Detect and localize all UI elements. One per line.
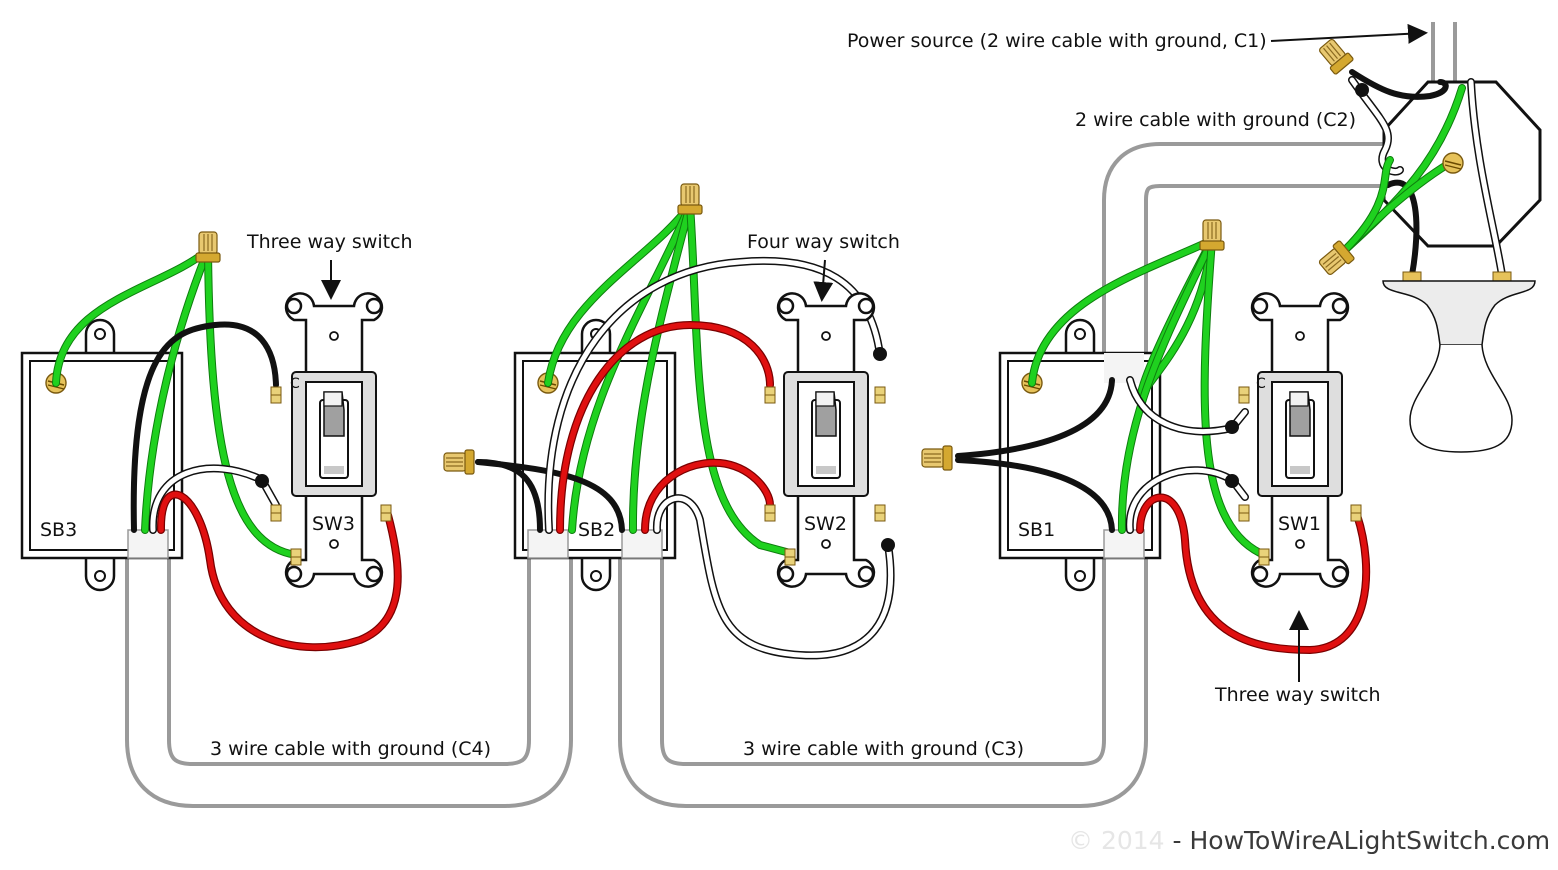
cable-c3-label: 3 wire cable with ground (C3): [743, 738, 1024, 760]
terminal-screw-icon: [290, 548, 302, 566]
cable-c1: [1431, 22, 1457, 82]
common-terminal-label: C: [1256, 376, 1266, 392]
common-terminal-label: C: [290, 376, 300, 392]
copyright-text: © 2014: [1068, 826, 1165, 855]
ground-screw-icon: [1442, 152, 1464, 174]
switch-box-sb1: SB1: [998, 318, 1162, 592]
sb2-label: SB2: [578, 519, 615, 541]
switch-sw3: SW3 C: [284, 292, 384, 588]
cable-c4-label: 3 wire cable with ground (C4): [210, 738, 491, 760]
terminal-screw-icon: [380, 504, 392, 522]
sw3-label: SW3: [312, 513, 355, 535]
terminal-screw-icon: [764, 504, 776, 522]
arrow-icon: [1270, 23, 1428, 44]
sw1-label: SW1: [1278, 513, 1321, 535]
switch-sw1: SW1 C: [1250, 292, 1350, 588]
light-bulb-icon: [1382, 271, 1536, 453]
terminal-screw-icon: [764, 386, 776, 404]
wire-nut-icon: [1315, 35, 1355, 76]
arrow-icon: [813, 259, 834, 302]
terminal-screw-icon: [270, 386, 282, 404]
wire-nut-icon: [443, 449, 475, 475]
terminal-screw-icon: [874, 504, 886, 522]
sb3-label: SB3: [40, 519, 77, 541]
cable-c2-label: 2 wire cable with ground (C2): [1075, 109, 1356, 131]
terminal-screw-icon: [1258, 548, 1270, 566]
cable-c3: [618, 142, 1390, 808]
four-way-switch-label: Four way switch: [747, 231, 900, 253]
wire-nut-icon: [1199, 219, 1225, 251]
wire-nut-icon: [195, 231, 221, 263]
site-name: - HowToWireALightSwitch.com: [1165, 826, 1551, 855]
power-source-label: Power source (2 wire cable with ground, …: [847, 30, 1267, 52]
wire-nut-icon: [921, 445, 953, 471]
three-way-switch-label-left: Three way switch: [246, 231, 413, 253]
sw2-label: SW2: [804, 513, 847, 535]
terminal-screw-icon: [1238, 386, 1250, 404]
wires-ceiling-box: [1341, 69, 1506, 279]
cable-c4: [125, 548, 573, 808]
switch-sw2: SW2: [776, 292, 876, 588]
terminal-screw-icon: [270, 504, 282, 522]
wires-sb1-sw1: [955, 236, 1371, 655]
terminal-screw-icon: [784, 548, 796, 566]
switch-box-sb3: SB3: [20, 318, 184, 592]
wires-sb3-sw3: [52, 246, 402, 652]
wire-nut-icon: [677, 183, 703, 215]
three-way-switch-label-right: Three way switch: [1214, 684, 1381, 706]
terminal-screw-icon: [1238, 504, 1250, 522]
wires-sb2-sw2: [475, 201, 895, 660]
terminal-screw-icon: [874, 386, 886, 404]
sb1-label: SB1: [1018, 519, 1055, 541]
terminal-screw-icon: [1350, 504, 1362, 522]
switch-box-sb2: SB2: [513, 318, 677, 592]
footer-credit: © 2014 - HowToWireALightSwitch.com: [1068, 826, 1550, 855]
